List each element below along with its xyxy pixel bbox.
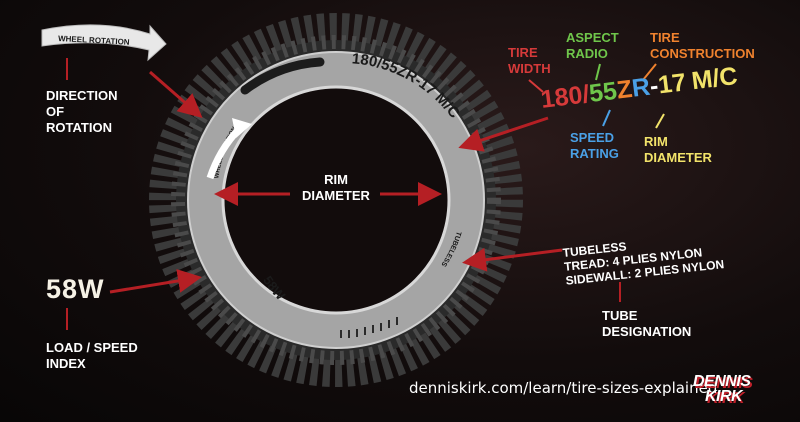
tire-width-label: TIRE WIDTH [508, 45, 551, 76]
wheel-rotation-arrow-text: WHEEL ROTATION [58, 34, 130, 47]
rim-diameter-center-label: RIM DIAMETER [302, 172, 370, 203]
tire-rim-hole [224, 88, 448, 312]
tube-pointer [462, 247, 563, 272]
rim-leader [655, 113, 665, 129]
code-rim: 17 [656, 68, 688, 100]
speed-leader [602, 109, 611, 127]
direction-of-rotation-label: DIRECTION OF ROTATION [46, 88, 118, 135]
load-speed-value: 58W [46, 274, 105, 304]
code-leaders [528, 63, 665, 129]
dennis-kirk-logo: DENNIS KIRK [693, 373, 751, 405]
aspect-ratio-label: ASPECT RADIO [566, 30, 619, 61]
code-suffix: M/C [690, 62, 739, 96]
tire: 180/55ZR-17 M/C TUBELESS 58W WHEEL ROTAT… [149, 13, 523, 387]
sidewall-rotation-arrowhead [232, 118, 252, 138]
load-speed-index-label: LOAD / SPEED INDEX [46, 340, 138, 371]
code-width: 180 [539, 81, 585, 114]
code-aspect: 55 [587, 76, 619, 108]
tire-tread-outer [149, 13, 523, 387]
aspect-leader [595, 63, 601, 81]
wheel-rotation-arrow: WHEEL ROTATION [41, 24, 167, 62]
wear-indicators [340, 317, 398, 338]
wheel-rotation-arrow-shape [41, 24, 167, 62]
tire-construction-label: TIRE CONSTRUCTION [650, 30, 755, 61]
speed-rating-label: SPEED RATING [570, 130, 619, 161]
tube-designation-label: TUBE DESIGNATION [602, 308, 692, 339]
direction-pointer [149, 70, 203, 118]
sidewall-slot [240, 57, 325, 95]
construction-leader [642, 63, 657, 81]
tire-tread-inner [171, 35, 501, 365]
source-url[interactable]: denniskirk.com/learn/tire-sizes-explaine… [409, 379, 718, 397]
size-pointer [458, 116, 549, 152]
rim-diameter-label: RIM DIAMETER [644, 134, 712, 165]
width-leader [528, 79, 544, 93]
connectors [66, 58, 621, 330]
tire-sidewall-rim-line [187, 51, 485, 349]
load-speed-pointer [109, 269, 202, 294]
